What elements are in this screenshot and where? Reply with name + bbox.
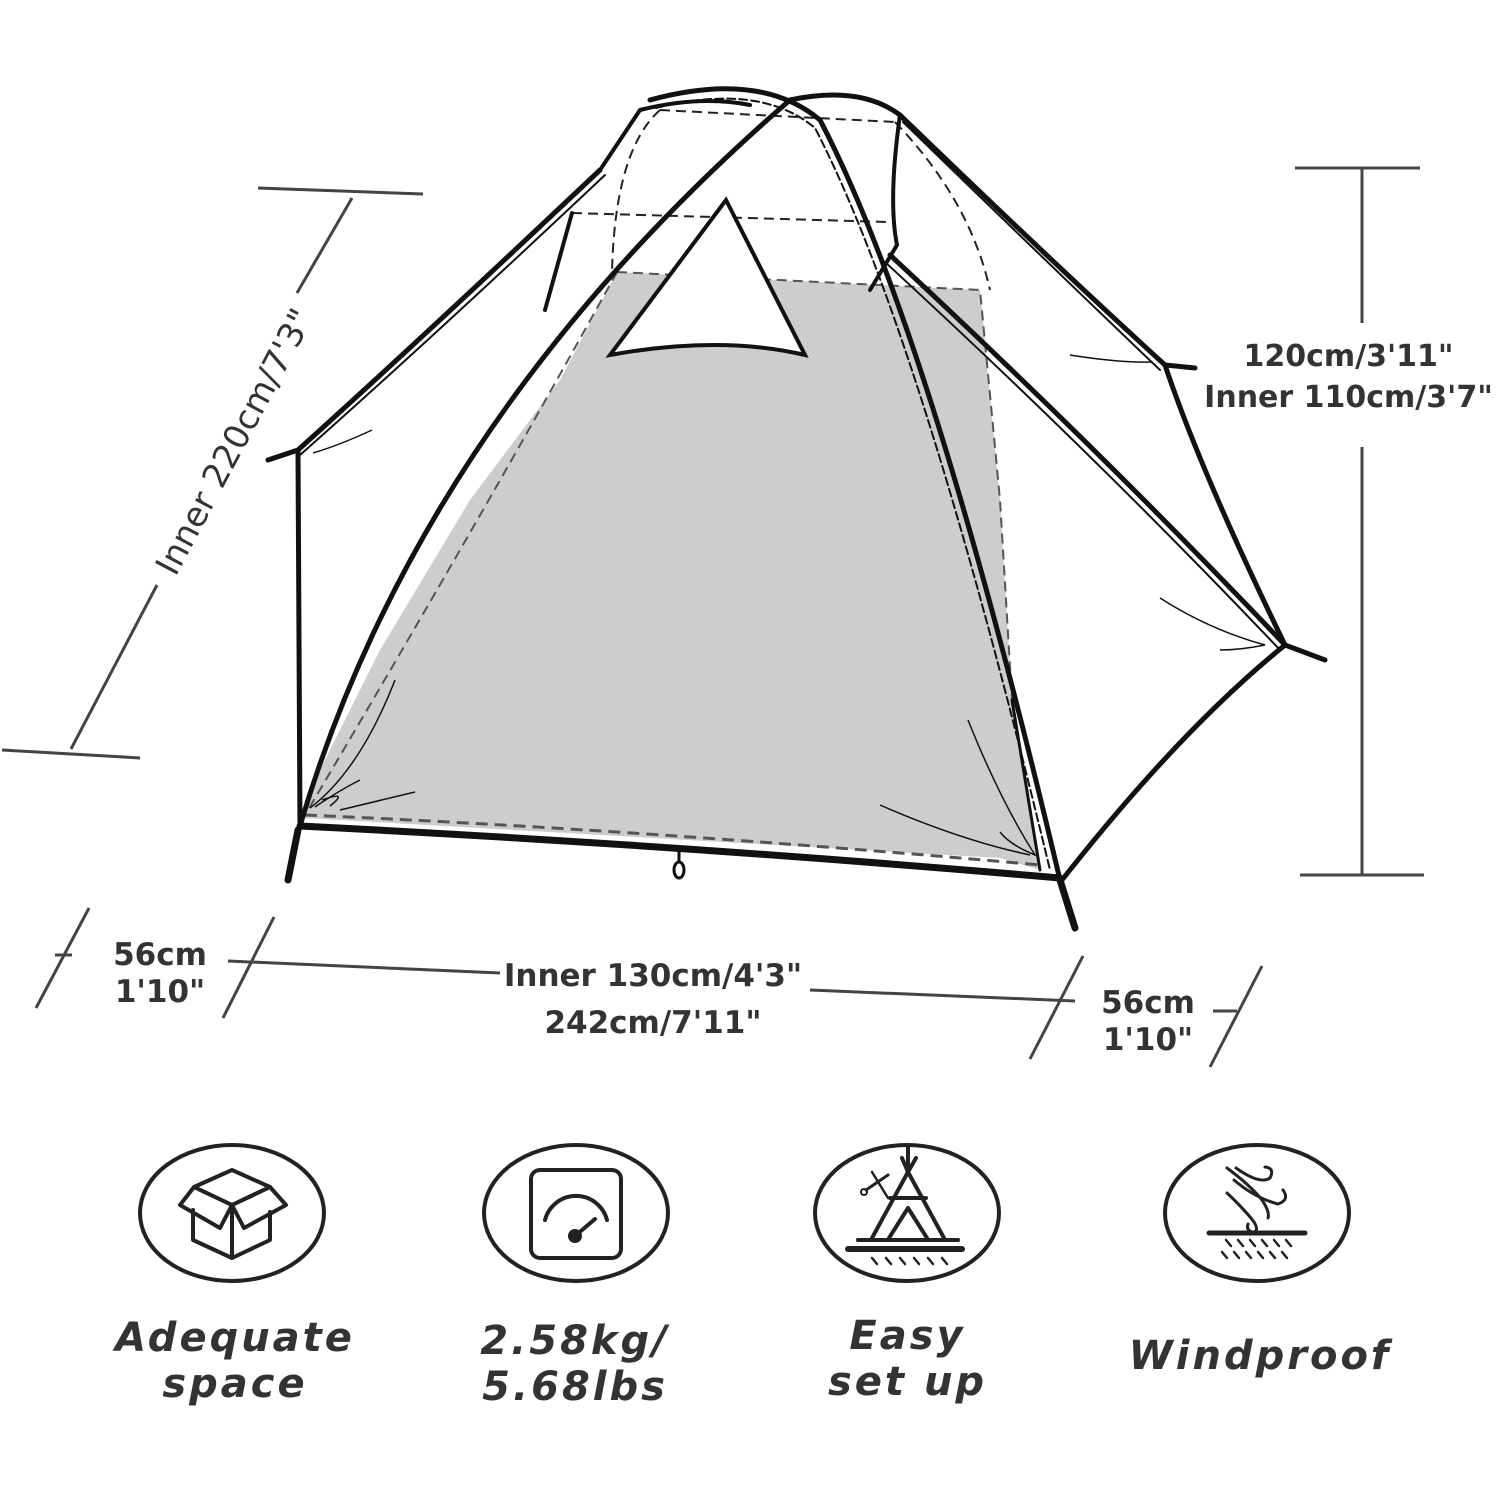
feature-label-line2: set up bbox=[827, 1359, 988, 1405]
feature-label-line2: 5.68lbs bbox=[482, 1364, 668, 1410]
fabric-creases bbox=[309, 354, 1266, 857]
weight-scale-icon bbox=[482, 1143, 670, 1283]
tent-tools-icon bbox=[813, 1143, 1001, 1283]
vestibule-right-cm: 56cm bbox=[1101, 985, 1195, 1021]
width-outer: 242cm/7'11" bbox=[544, 1004, 762, 1041]
wind-icon bbox=[1163, 1143, 1351, 1283]
feature-label-line1: Easy bbox=[849, 1313, 966, 1359]
feature-windproof: Windproof bbox=[1110, 1333, 1410, 1379]
inner-tent-floor bbox=[304, 271, 1041, 871]
feature-label-line2: space bbox=[162, 1361, 308, 1407]
feature-easy-setup: Easy set up bbox=[800, 1313, 1015, 1405]
width-dimension-label: Inner 130cm/4'3" 242cm/7'11" bbox=[488, 953, 818, 1046]
feature-label-line1: 2.58kg/ bbox=[480, 1318, 670, 1364]
vestibule-right-label: 56cm 1'10" bbox=[1088, 985, 1208, 1059]
vestibule-left-ft: 1'10" bbox=[114, 974, 206, 1011]
inner-tent-frame bbox=[571, 109, 991, 291]
tent-poles bbox=[265, 86, 1328, 932]
feature-icons bbox=[138, 1143, 1351, 1283]
vestibule-left-label: 56cm 1'10" bbox=[100, 937, 220, 1011]
feature-label-line1: Adequate bbox=[115, 1315, 355, 1361]
height-dimension-label: 120cm/3'11" Inner 110cm/3'7" bbox=[1196, 337, 1497, 418]
dimension-lines bbox=[1, 166, 1424, 1068]
vestibule-left-cm: 56cm bbox=[113, 937, 207, 973]
feature-adequate-space: Adequate space bbox=[100, 1315, 370, 1407]
height-outer: 120cm/3'11" bbox=[1243, 339, 1454, 374]
width-inner: Inner 130cm/4'3" bbox=[503, 958, 803, 994]
height-inner: Inner 110cm/3'7" bbox=[1204, 379, 1493, 415]
open-box-icon bbox=[138, 1143, 326, 1283]
feature-label-line1: Windproof bbox=[1128, 1333, 1392, 1379]
tent-window bbox=[605, 196, 809, 358]
vestibule-right-ft: 1'10" bbox=[1102, 1022, 1194, 1059]
feature-weight: 2.58kg/ 5.68lbs bbox=[460, 1318, 690, 1410]
